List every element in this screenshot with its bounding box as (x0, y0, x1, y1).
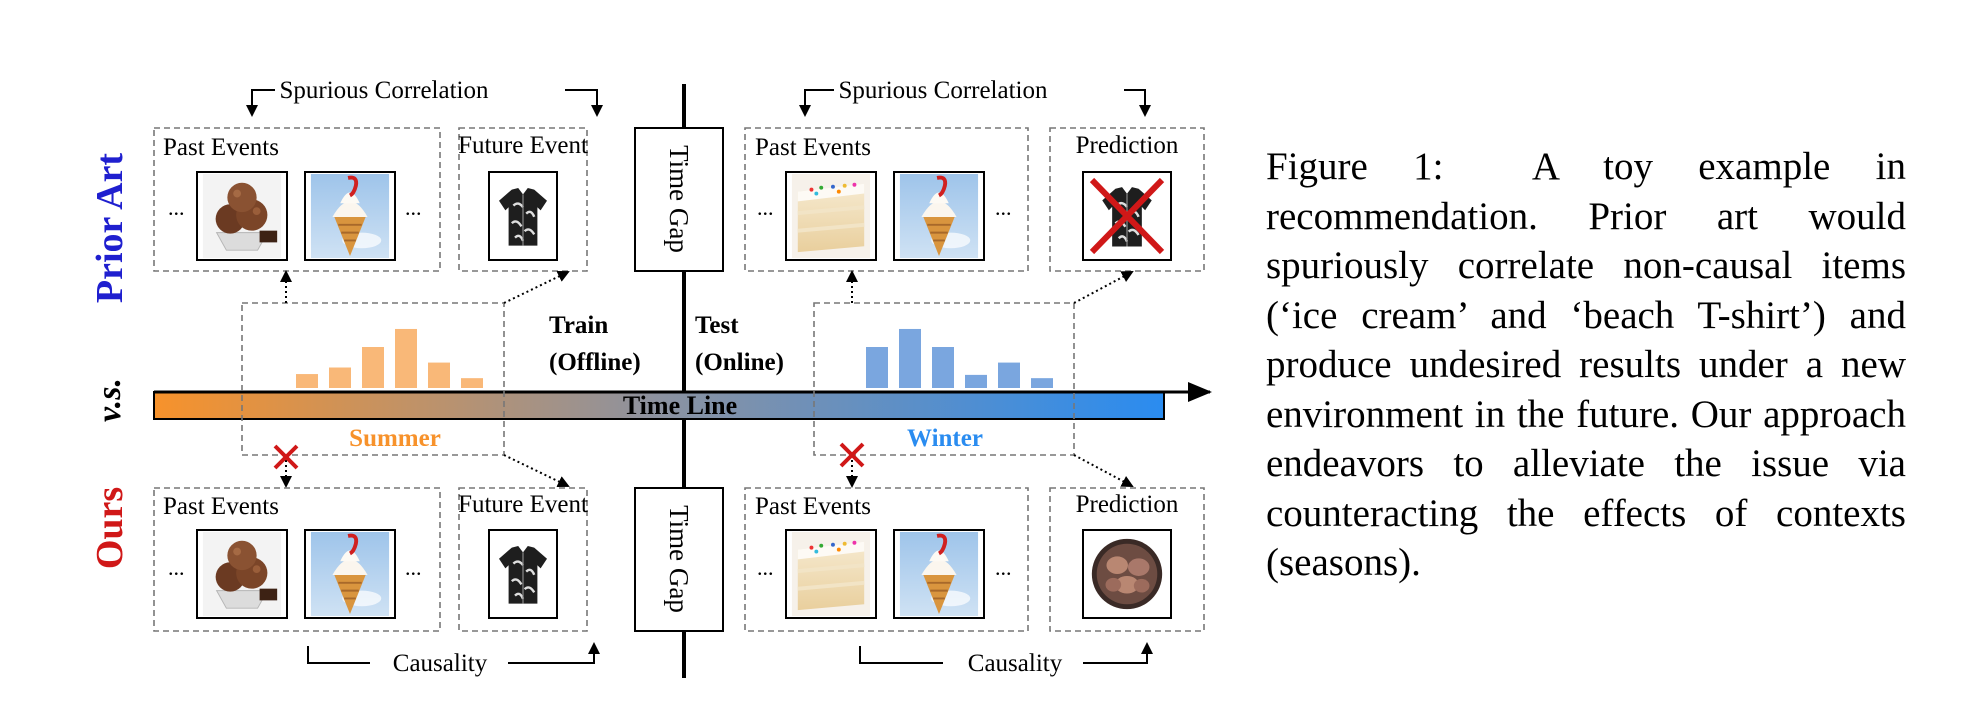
ice-cream-cone-icon (311, 174, 389, 258)
prior-past-events-summer-title: Past Events (163, 134, 279, 161)
prior-future-event-title: Future Event (458, 132, 588, 159)
ours-future-event-box (458, 487, 588, 632)
ours-prediction-box (1049, 487, 1205, 632)
ours-past-events-summer-title: Past Events (163, 493, 279, 520)
beach-shirt-icon (491, 180, 555, 252)
ours-prediction-title: Prediction (1076, 491, 1179, 518)
ours-future-event-title: Future Event (458, 491, 588, 518)
time-gap-bottom (634, 487, 724, 632)
causality-left: Causality (393, 650, 488, 677)
test-label: Test (695, 312, 739, 339)
summer-bar-5 (428, 362, 450, 388)
cake-slice-icon (792, 174, 870, 258)
prior-past-events-summer-box (153, 127, 441, 272)
ellipsis: ... (405, 555, 422, 580)
prior-prediction-title: Prediction (1076, 132, 1179, 159)
summer-bar-4 (395, 328, 417, 388)
test-online-label: (Online) (695, 349, 784, 376)
ellipsis: ... (995, 195, 1012, 220)
winter-bar-4 (965, 374, 987, 388)
prior-prediction-box (1049, 127, 1205, 272)
red-cross-icon (839, 442, 865, 468)
timeline-bar (153, 391, 1165, 420)
winter-context-box (813, 302, 1075, 456)
winter-bar-2 (899, 328, 921, 388)
ours-past-events-summer-box (153, 487, 441, 632)
wrong-prediction-cross-icon (1089, 177, 1165, 255)
causality-right: Causality (968, 650, 1063, 677)
ellipsis: ... (757, 195, 774, 220)
summer-bar-2 (329, 367, 351, 388)
prior-past-events-winter-title: Past Events (755, 134, 871, 161)
figure-caption-text: A toy example in recommendation. Prior a… (1266, 145, 1906, 584)
ellipsis: ... (995, 555, 1012, 580)
time-gap-bottom-label: Time Gap (664, 505, 694, 613)
spurious-correlation-left: Spurious Correlation (279, 77, 489, 104)
summer-bar-3 (362, 347, 384, 388)
winter-bar-1 (866, 347, 888, 388)
time-gap-top-label: Time Gap (664, 145, 694, 253)
prior-future-event-box (458, 127, 588, 272)
chocolate-ice-cream-icon (202, 174, 282, 258)
macarons-icon (1087, 532, 1167, 616)
summer-bar-6 (461, 378, 483, 388)
winter-label: Winter (907, 425, 983, 452)
cake-slice-icon (792, 532, 870, 616)
ours-past-events-winter-box (744, 487, 1029, 632)
beach-shirt-icon (491, 538, 555, 610)
train-label: Train (549, 312, 608, 339)
timeline-label: Time Line (623, 391, 737, 420)
winter-bar-3 (932, 347, 954, 388)
ice-cream-cone-icon (311, 532, 389, 616)
winter-distribution (866, 328, 1053, 388)
ellipsis: ... (168, 195, 185, 220)
winter-bar-6 (1031, 378, 1053, 388)
spurious-correlation-right: Spurious Correlation (838, 77, 1048, 104)
ellipsis: ... (168, 555, 185, 580)
summer-label: Summer (349, 425, 441, 452)
prior-art-row-label: Prior Art (89, 153, 131, 304)
figure-label: Figure 1: (1266, 145, 1444, 188)
ours-past-events-winter-title: Past Events (755, 493, 871, 520)
prior-past-events-winter-box (744, 127, 1029, 272)
summer-context-box (241, 302, 505, 456)
ellipsis: ... (405, 195, 422, 220)
ice-cream-cone-icon (900, 532, 978, 616)
recommendation-diagram: Time Line Summer Winter Train (Offline) … (89, 77, 1212, 678)
summer-bar-1 (296, 374, 318, 388)
chocolate-ice-cream-icon (202, 532, 282, 616)
vs-label: v.s. (91, 378, 128, 422)
ice-cream-cone-icon (900, 174, 978, 258)
red-cross-icon (273, 444, 299, 470)
summer-distribution (296, 328, 483, 388)
winter-bar-5 (998, 362, 1020, 388)
ours-row-label: Ours (89, 487, 131, 569)
ellipsis: ... (757, 555, 774, 580)
time-gap-top (634, 127, 724, 272)
train-offline-label: (Offline) (549, 349, 641, 376)
figure-caption: Figure 1: A toy example in recommendatio… (1266, 142, 1906, 588)
